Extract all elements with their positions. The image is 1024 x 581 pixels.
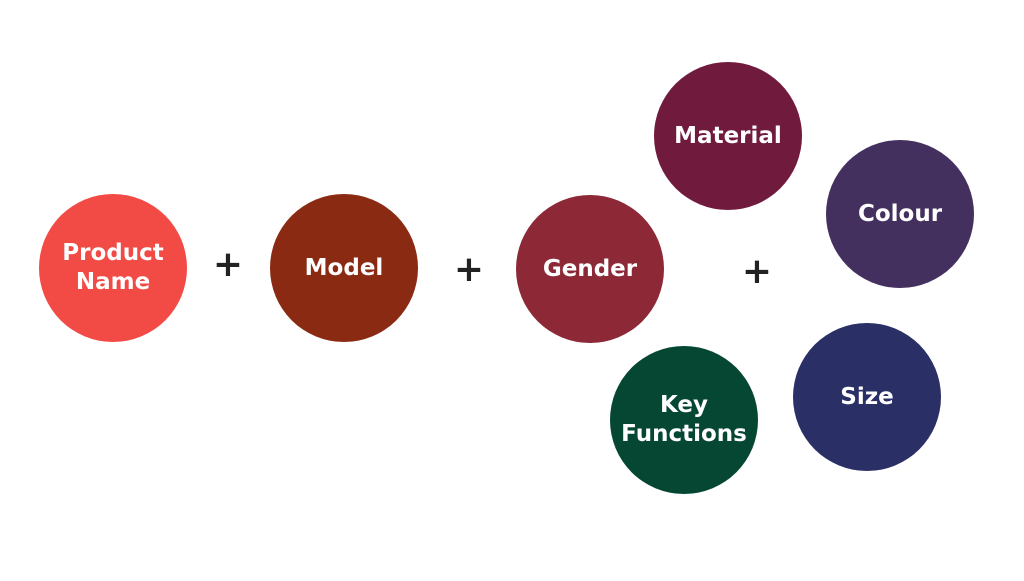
node-material-label: Material (674, 122, 782, 149)
node-model-label: Model (304, 254, 384, 281)
node-colour-label: Colour (857, 200, 943, 227)
plus-operator-1: + (212, 244, 244, 285)
node-size: Size (793, 323, 941, 471)
node-product-name: Product Name (39, 194, 187, 342)
node-colour: Colour (826, 140, 974, 288)
node-key-functions-label: Key Functions (621, 392, 747, 447)
plus-operator-2: + (453, 249, 485, 290)
node-material: Material (654, 62, 802, 210)
node-size-label: Size (840, 383, 894, 410)
plus-operator-3: + (741, 251, 773, 292)
node-product-name-label: Product Name (62, 240, 164, 295)
node-gender: Gender (516, 195, 664, 343)
node-gender-label: Gender (542, 255, 638, 282)
node-key-functions: Key Functions (610, 346, 758, 494)
node-model: Model (270, 194, 418, 342)
